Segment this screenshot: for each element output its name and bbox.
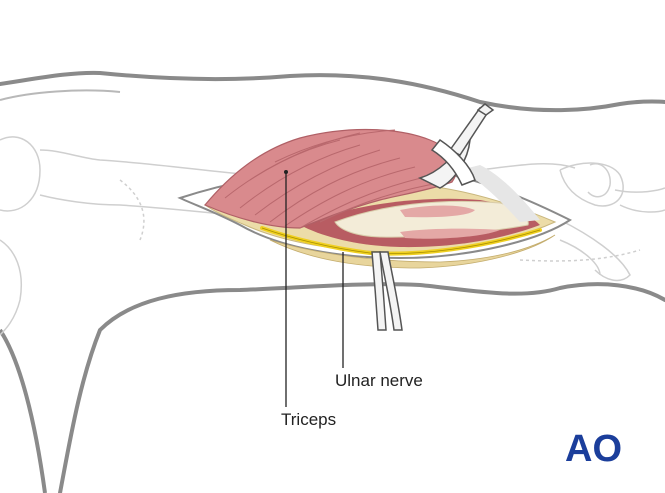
retractor-shadow xyxy=(460,165,540,222)
humerus xyxy=(334,200,529,238)
arm-lower-outline xyxy=(58,282,665,493)
torso-outline xyxy=(0,328,47,493)
triceps-fibers xyxy=(224,129,446,229)
bone-highlight-lower xyxy=(400,228,500,239)
arm-upper-outline xyxy=(0,70,665,113)
ao-logo: AO xyxy=(565,428,622,467)
ulnar-nerve-label: Ulnar nerve xyxy=(335,371,423,390)
triceps-label: Triceps xyxy=(281,410,337,429)
bone-outlines xyxy=(0,136,665,336)
ao-logo-text: AO xyxy=(565,428,622,467)
leader-dot-triceps xyxy=(284,170,288,174)
nerve-retractor xyxy=(371,251,387,331)
shoulder-outline xyxy=(0,89,121,101)
bone-highlight xyxy=(400,205,475,218)
retractor-handle-top xyxy=(476,103,495,116)
nerve-retractor-2 xyxy=(379,251,403,331)
retractor-arm xyxy=(430,138,476,186)
